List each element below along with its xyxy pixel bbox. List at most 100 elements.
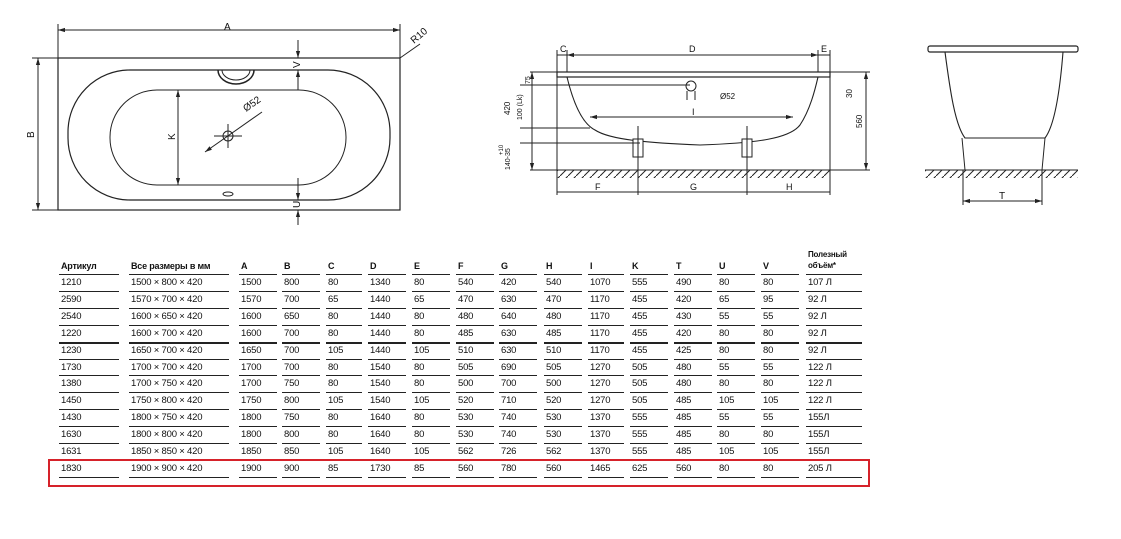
table-cell: 1540 bbox=[370, 362, 391, 373]
dim-label-420: 420 bbox=[503, 101, 512, 115]
dim-label-c: C bbox=[560, 44, 567, 54]
table-rule bbox=[674, 477, 712, 478]
table-rule bbox=[129, 477, 229, 478]
table-cell: 65 bbox=[328, 294, 339, 305]
dim-label-k: K bbox=[167, 133, 178, 140]
table-rule bbox=[59, 342, 119, 344]
table-cell: 485 bbox=[546, 328, 562, 339]
table-rule bbox=[674, 325, 712, 326]
table-rule bbox=[499, 342, 537, 344]
table-cell: 500 bbox=[458, 378, 474, 389]
dim-label-t: T bbox=[999, 191, 1005, 202]
table-cell: 92 Л bbox=[808, 345, 827, 356]
table-rule bbox=[717, 342, 755, 344]
table-rule bbox=[717, 325, 755, 326]
column-header: B bbox=[284, 261, 291, 271]
table-cell: 1800 bbox=[241, 412, 262, 423]
table-rule bbox=[630, 375, 668, 376]
table-rule bbox=[129, 443, 229, 444]
table-rule bbox=[588, 409, 624, 410]
column-header: E bbox=[414, 261, 420, 271]
dim-label-i: I bbox=[692, 107, 695, 117]
table-rule bbox=[368, 325, 406, 326]
table-rule bbox=[588, 359, 624, 360]
table-cell: 1370 bbox=[590, 412, 611, 423]
table-cell: 520 bbox=[458, 395, 474, 406]
dim-label-e: E bbox=[821, 44, 827, 54]
table-cell: 2540 bbox=[61, 311, 82, 322]
table-rule bbox=[456, 477, 494, 478]
table-rule bbox=[806, 477, 862, 478]
table-cell: 80 bbox=[328, 328, 339, 339]
table-cell: 505 bbox=[632, 362, 648, 373]
dim-label-plus10: +10 bbox=[499, 144, 505, 155]
table-rule bbox=[544, 477, 582, 478]
table-rule bbox=[499, 308, 537, 309]
table-rule bbox=[544, 375, 582, 376]
table-cell: 80 bbox=[414, 311, 425, 322]
table-rule bbox=[326, 477, 362, 478]
table-rule bbox=[239, 392, 277, 393]
table-cell: 510 bbox=[458, 345, 474, 356]
table-cell: 1170 bbox=[590, 345, 610, 356]
table-rule bbox=[129, 308, 229, 309]
table-cell: 1630 bbox=[61, 429, 82, 440]
table-cell: 55 bbox=[719, 412, 730, 423]
table-cell: 750 bbox=[284, 378, 300, 389]
table-rule bbox=[630, 274, 668, 275]
table-rule bbox=[630, 477, 668, 478]
table-cell: 562 bbox=[546, 446, 562, 457]
table-rule bbox=[761, 325, 799, 326]
table-rule bbox=[239, 443, 277, 444]
table-cell: 80 bbox=[414, 277, 425, 288]
table-rule bbox=[806, 342, 862, 344]
table-rule bbox=[239, 359, 277, 360]
table-cell: 80 bbox=[328, 277, 339, 288]
table-rule bbox=[326, 325, 362, 326]
table-rule bbox=[499, 392, 537, 393]
table-rule bbox=[239, 308, 277, 309]
table-rule bbox=[412, 342, 450, 344]
table-cell: 80 bbox=[328, 378, 339, 389]
table-rule bbox=[326, 443, 362, 444]
table-cell: 1600 × 650 × 420 bbox=[131, 311, 203, 322]
table-rule bbox=[412, 409, 450, 410]
table-rule bbox=[588, 375, 624, 376]
end-view-drawing: T bbox=[925, 45, 1079, 205]
table-cell: 555 bbox=[632, 429, 648, 440]
table-rule bbox=[761, 359, 799, 360]
table-rule bbox=[239, 342, 277, 344]
table-cell: 1600 bbox=[241, 311, 262, 322]
table-rule bbox=[326, 274, 362, 275]
table-cell: 80 bbox=[763, 378, 774, 389]
table-cell: 80 bbox=[719, 277, 730, 288]
table-rule bbox=[630, 308, 668, 309]
table-cell: 500 bbox=[546, 378, 562, 389]
table-rule bbox=[368, 477, 406, 478]
table-cell: 1440 bbox=[370, 345, 391, 356]
table-rule bbox=[588, 477, 624, 478]
table-rule bbox=[282, 375, 320, 376]
table-rule bbox=[544, 426, 582, 427]
table-rule bbox=[282, 291, 320, 292]
dim-label-u: U bbox=[292, 201, 303, 208]
dim-label-560: 560 bbox=[855, 114, 864, 128]
table-cell: 80 bbox=[414, 429, 425, 440]
table-rule bbox=[761, 274, 799, 275]
table-rule bbox=[412, 477, 450, 478]
table-cell: 1650 bbox=[241, 345, 262, 356]
table-rule bbox=[456, 392, 494, 393]
table-rule bbox=[282, 274, 320, 275]
table-rule bbox=[129, 426, 229, 427]
table-cell: 480 bbox=[546, 311, 562, 322]
table-cell: 530 bbox=[458, 429, 474, 440]
table-rule bbox=[674, 342, 712, 344]
table-cell: 1570 bbox=[241, 294, 262, 305]
table-cell: 740 bbox=[501, 429, 517, 440]
table-cell: 80 bbox=[414, 362, 425, 373]
table-rule bbox=[806, 325, 862, 326]
column-header: A bbox=[241, 261, 248, 271]
table-rule bbox=[282, 409, 320, 410]
table-cell: 1370 bbox=[590, 429, 611, 440]
